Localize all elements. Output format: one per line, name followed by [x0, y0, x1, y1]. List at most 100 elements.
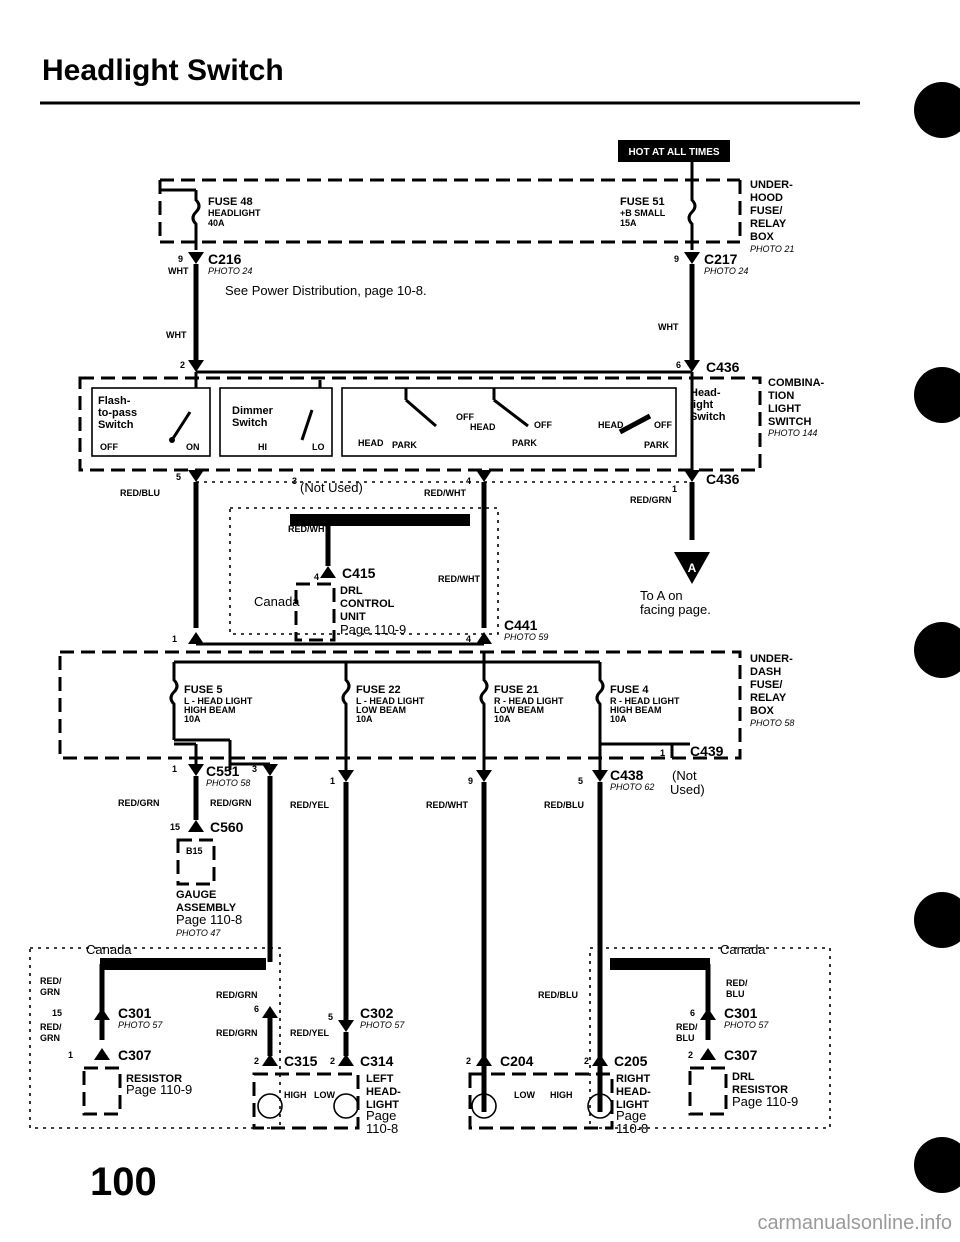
- svg-text:1: 1: [172, 764, 177, 774]
- svg-text:HEAD-: HEAD-: [366, 1086, 401, 1098]
- fuse-48: FUSE 48 HEADLIGHT 40A: [160, 188, 261, 250]
- svg-text:RED/YEL: RED/YEL: [290, 1028, 330, 1038]
- svg-text:RED/GRN: RED/GRN: [118, 798, 160, 808]
- fuse-51: FUSE 51 +B SMALL 15A: [620, 190, 697, 250]
- svg-text:Canada: Canada: [86, 942, 132, 957]
- svg-text:WHT: WHT: [168, 266, 189, 276]
- svg-text:BLU: BLU: [726, 989, 745, 999]
- svg-text:+B SMALL: +B SMALL: [620, 208, 666, 218]
- svg-text:B15: B15: [186, 846, 203, 856]
- connector-c217: 9 C217 PHOTO 24 WHT: [658, 251, 748, 332]
- svg-text:PHOTO 58: PHOTO 58: [206, 778, 250, 788]
- svg-text:5: 5: [328, 1012, 333, 1022]
- svg-text:RED/GRN: RED/GRN: [630, 495, 672, 505]
- svg-text:HEADLIGHT: HEADLIGHT: [208, 208, 261, 218]
- combination-light-switch: COMBINA- TION LIGHT SWITCH PHOTO 144: [78, 376, 825, 472]
- svg-text:PHOTO 47: PHOTO 47: [176, 928, 221, 938]
- svg-text:C301: C301: [724, 1005, 758, 1021]
- svg-text:RESISTOR: RESISTOR: [126, 1073, 182, 1085]
- svg-text:C438: C438: [610, 767, 644, 783]
- headlight-switch: OFF HEAD PARK HEAD PARK OFF HEAD OFF PAR…: [341, 387, 726, 457]
- svg-text:6: 6: [676, 360, 681, 370]
- connector-c204: 2 C204: [466, 1053, 534, 1069]
- svg-text:Page 110-8: Page 110-8: [176, 912, 242, 927]
- connector-c439: 1 C439: [660, 743, 724, 759]
- fuse-5: FUSE 5 L - HEAD LIGHT HIGH BEAM 10A: [169, 670, 253, 740]
- svg-text:PHOTO 62: PHOTO 62: [610, 782, 654, 792]
- connector-c205: 2 C205: [584, 1053, 648, 1069]
- svg-text:RED/: RED/: [40, 1022, 62, 1032]
- svg-text:LO: LO: [312, 442, 325, 452]
- svg-text:1: 1: [660, 748, 665, 758]
- connector-c436-bottom: 5 3 (Not Used) 4 1 C436: [176, 470, 740, 495]
- svg-text:1: 1: [330, 776, 335, 786]
- svg-text:R - HEAD LIGHT: R - HEAD LIGHT: [494, 696, 564, 706]
- svg-text:GRN: GRN: [40, 1033, 60, 1043]
- svg-text:2: 2: [180, 360, 185, 370]
- svg-text:C436: C436: [706, 471, 740, 487]
- svg-text:Page 110-9: Page 110-9: [732, 1094, 798, 1109]
- svg-text:LIGHT: LIGHT: [366, 1099, 399, 1111]
- svg-text:C439: C439: [690, 743, 724, 759]
- svg-text:HEAD: HEAD: [358, 438, 384, 448]
- svg-text:SWITCH: SWITCH: [768, 416, 811, 428]
- svg-text:9: 9: [674, 254, 679, 264]
- svg-text:C441: C441: [504, 617, 538, 633]
- svg-text:2: 2: [254, 1056, 259, 1066]
- svg-text:PHOTO 144: PHOTO 144: [768, 428, 817, 438]
- canada-left-region: Canada RED/ GRN RED/GRN: [29, 942, 281, 1129]
- svg-text:C307: C307: [118, 1047, 152, 1063]
- svg-text:4: 4: [466, 634, 471, 644]
- svg-text:L - HEAD LIGHT: L - HEAD LIGHT: [356, 696, 425, 706]
- svg-text:10A: 10A: [610, 714, 627, 724]
- svg-text:FUSE 48: FUSE 48: [208, 196, 253, 208]
- connector-c302: 6 5 C302 PHOTO 57 RED/GRN RED/YEL: [216, 1004, 405, 1038]
- svg-text:RELAY: RELAY: [750, 692, 787, 704]
- svg-text:C314: C314: [360, 1053, 394, 1069]
- svg-text:PARK: PARK: [512, 438, 537, 448]
- svg-text:6: 6: [690, 1008, 695, 1018]
- svg-text:RED/GRN: RED/GRN: [210, 798, 252, 808]
- svg-text:2: 2: [330, 1056, 335, 1066]
- svg-text:1: 1: [672, 484, 677, 494]
- svg-text:FUSE 21: FUSE 21: [494, 684, 539, 696]
- svg-text:To A on: To A on: [640, 588, 683, 603]
- svg-text:BOX: BOX: [750, 231, 775, 243]
- svg-text:15: 15: [52, 1008, 62, 1018]
- svg-text:FUSE/: FUSE/: [750, 679, 782, 691]
- svg-text:UNDER-: UNDER-: [750, 653, 793, 665]
- svg-text:CONTROL: CONTROL: [340, 598, 395, 610]
- svg-text:UNIT: UNIT: [340, 611, 366, 623]
- svg-text:(Not: (Not: [672, 768, 697, 783]
- svg-text:6: 6: [254, 1004, 259, 1014]
- svg-text:LEFT: LEFT: [366, 1073, 394, 1085]
- svg-text:C436: C436: [706, 359, 740, 375]
- fuse-22: FUSE 22 L - HEAD LIGHT LOW BEAM 10A: [341, 670, 425, 770]
- under-dash-fuse-box: UNDER- DASH FUSE/ RELAY BOX PHOTO 58: [58, 650, 794, 760]
- svg-text:Switch: Switch: [232, 417, 268, 429]
- svg-text:GRN: GRN: [40, 987, 60, 997]
- svg-text:C302: C302: [360, 1005, 394, 1021]
- svg-text:DASH: DASH: [750, 666, 781, 678]
- drl-resistor: DRL RESISTOR Page 110-9: [688, 1066, 798, 1116]
- svg-text:5: 5: [578, 776, 583, 786]
- connector-c438: 5 C438 PHOTO 62 (Not Used): [578, 767, 705, 797]
- svg-text:1: 1: [68, 1050, 73, 1060]
- svg-text:2: 2: [584, 1056, 589, 1066]
- svg-text:C301: C301: [118, 1005, 152, 1021]
- svg-text:Page 110-9: Page 110-9: [126, 1082, 192, 1097]
- svg-text:Page: Page: [616, 1108, 646, 1123]
- connector-c314: 2 C314: [330, 1053, 394, 1069]
- svg-text:UNDER-: UNDER-: [750, 179, 793, 191]
- svg-text:PARK: PARK: [644, 440, 669, 450]
- fuse-4: FUSE 4 R - HEAD LIGHT HIGH BEAM 10A: [595, 670, 680, 770]
- svg-text:WHT: WHT: [166, 330, 187, 340]
- svg-text:C551: C551: [206, 763, 240, 779]
- connector-c216: 9 C216 PHOTO 24 WHT: [168, 251, 252, 276]
- svg-text:40A: 40A: [208, 218, 225, 228]
- svg-text:C415: C415: [342, 565, 376, 581]
- svg-text:Switch: Switch: [98, 419, 134, 431]
- svg-text:FUSE 4: FUSE 4: [610, 684, 649, 696]
- svg-text:PHOTO 57: PHOTO 57: [724, 1020, 769, 1030]
- svg-text:FUSE 22: FUSE 22: [356, 684, 401, 696]
